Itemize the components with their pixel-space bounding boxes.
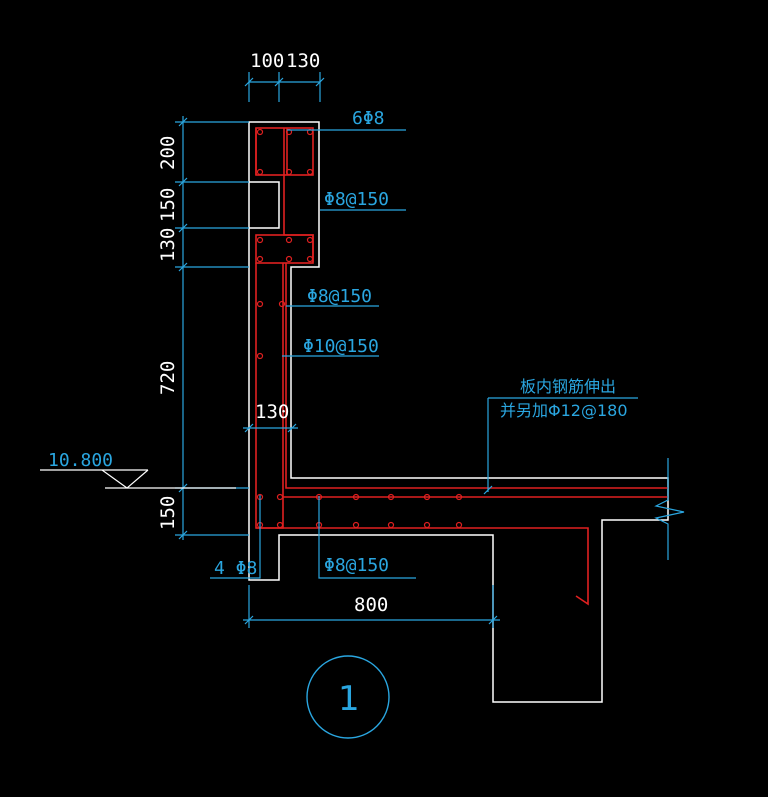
dim-v-150-top: 150 [157,188,179,222]
label-top-bars: 6Φ8 [352,108,385,129]
dim-v-130: 130 [157,228,179,262]
label-stirrup-2: Φ8@150 [307,286,372,307]
label-elevation: 10.800 [48,450,113,471]
leaders [210,129,638,579]
label-bottom-bars: 4 Φ8 [214,558,257,579]
dim-v-720: 720 [157,361,179,395]
dim-top-right: 130 [286,50,320,72]
parapet-notches [249,181,280,229]
rebar [255,127,668,606]
label-slab-note-1: 板内钢筋伸出 [520,377,616,396]
label-wall-bars: Φ10@150 [303,336,379,357]
label-stirrup-1: Φ8@150 [324,189,389,210]
dim-top-left: 100 [250,50,284,72]
dimension-lines [175,72,685,628]
elevation-marker [40,469,236,489]
rebar-dots [256,128,463,529]
dim-bottom-800: 800 [354,594,388,616]
detail-number-circle [306,655,390,739]
detail-number: 1 [338,679,360,719]
dim-v-200: 200 [157,136,179,170]
label-slab-note-2: 并另加Φ12@180 [500,401,628,420]
dim-v-150-bottom: 150 [157,496,179,530]
concrete-outline [248,121,669,703]
label-bottom-stirrup: Φ8@150 [324,555,389,576]
dim-inner-130: 130 [255,401,289,423]
